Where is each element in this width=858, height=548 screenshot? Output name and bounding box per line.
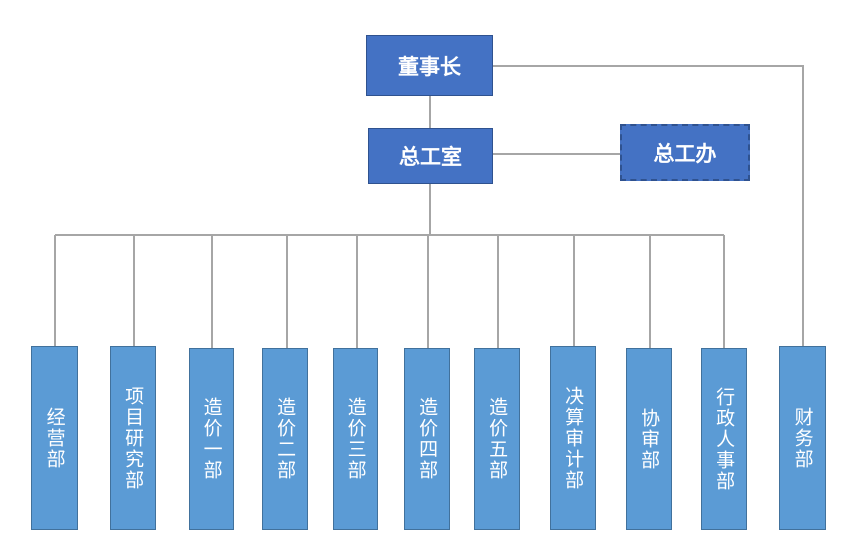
department-box-4: 造价二部 xyxy=(262,348,308,530)
department-box-2: 项目研究部 xyxy=(110,346,156,530)
department-label-7: 造价五部 xyxy=(486,397,509,481)
department-label-2: 项目研究部 xyxy=(122,385,145,491)
department-box-5: 造价三部 xyxy=(333,348,378,530)
chief-engineer-office-node: 总工室 xyxy=(368,128,493,184)
department-box-3: 造价一部 xyxy=(189,348,234,530)
chief-engineer-desk-node: 总工办 xyxy=(620,124,750,181)
department-label-11: 财务部 xyxy=(791,406,814,470)
department-label-4: 造价二部 xyxy=(274,397,297,481)
department-label-3: 造价一部 xyxy=(200,397,223,481)
department-label-6: 造价四部 xyxy=(416,397,439,481)
department-box-10: 行政人事部 xyxy=(701,348,747,530)
chairman-label: 董事长 xyxy=(398,54,461,79)
department-box-8: 决算审计部 xyxy=(550,346,596,530)
department-label-10: 行政人事部 xyxy=(713,386,736,492)
department-box-9: 协审部 xyxy=(626,348,672,530)
chief-engineer-office-label: 总工室 xyxy=(399,145,462,169)
department-label-5: 造价三部 xyxy=(344,397,367,481)
department-label-9: 协审部 xyxy=(638,407,661,471)
department-box-7: 造价五部 xyxy=(474,348,520,530)
department-box-6: 造价四部 xyxy=(404,348,450,530)
department-box-11: 财务部 xyxy=(779,346,826,530)
chairman-to-finance-line xyxy=(493,65,804,346)
department-box-1: 经营部 xyxy=(31,346,78,530)
department-label-1: 经营部 xyxy=(43,406,66,470)
chief-engineer-desk-label: 总工办 xyxy=(653,141,717,166)
chairman-node: 董事长 xyxy=(366,35,493,96)
department-label-8: 决算审计部 xyxy=(562,385,585,491)
